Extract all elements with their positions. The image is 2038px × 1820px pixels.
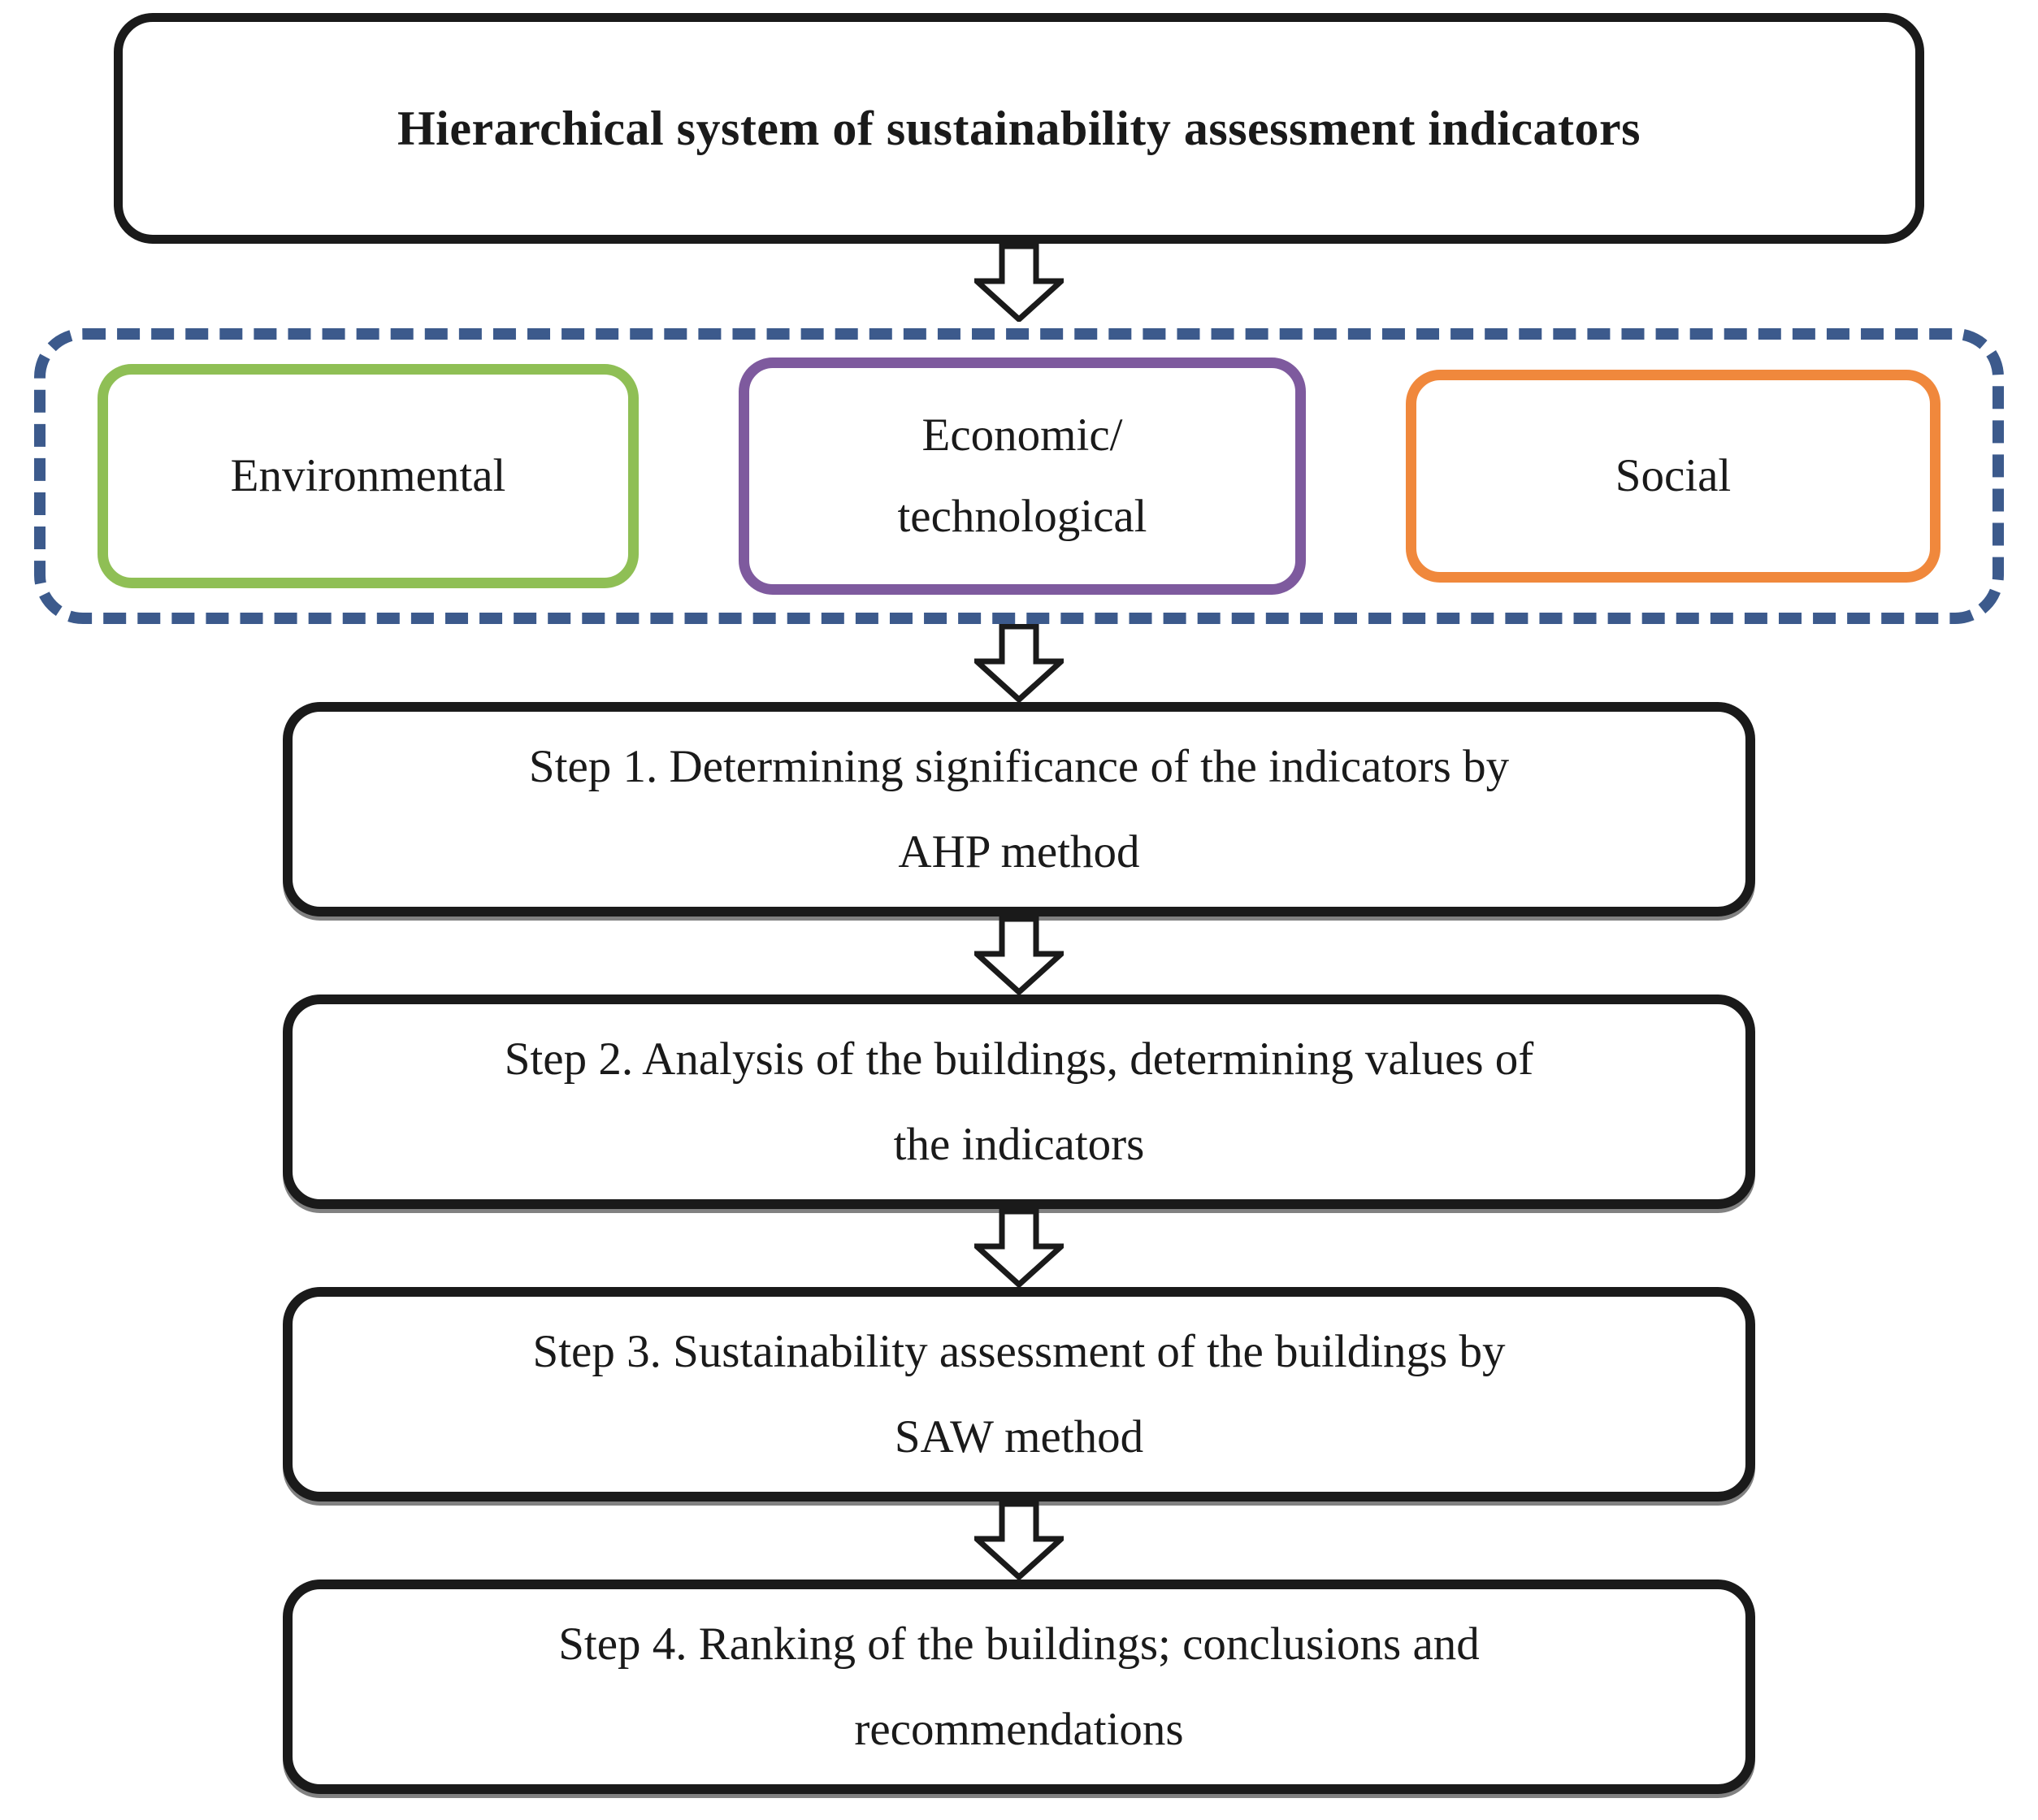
category-box-social: Social: [1406, 370, 1940, 583]
down-arrow-icon: [974, 1502, 1064, 1580]
step-1-text: Step 1. Determining significance of the …: [528, 740, 1510, 792]
step-3-box: Step 3. Sustainability assessment of the…: [283, 1287, 1755, 1502]
step-4-text: recommendations: [854, 1704, 1184, 1755]
category-label: technological: [897, 491, 1147, 542]
diagram-title: Hierarchical system of sustainability as…: [397, 101, 1641, 155]
category-label: Social: [1615, 450, 1732, 502]
step-2-text: the indicators: [893, 1119, 1145, 1170]
step-4-text: Step 4. Ranking of the buildings; conclu…: [558, 1618, 1480, 1670]
down-arrow-icon: [974, 916, 1064, 994]
step-4-box: Step 4. Ranking of the buildings; conclu…: [283, 1580, 1755, 1794]
step-2-text: Step 2. Analysis of the buildings, deter…: [504, 1033, 1534, 1085]
down-arrow-icon: [974, 624, 1064, 702]
down-arrow-icon: [974, 1209, 1064, 1287]
step-3-text: SAW method: [894, 1411, 1144, 1462]
step-1-box: Step 1. Determining significance of the …: [283, 702, 1755, 916]
step-2-box: Step 2. Analysis of the buildings, deter…: [283, 994, 1755, 1209]
category-box-economic-technological: Economic/ technological: [739, 358, 1306, 595]
step-1-text: AHP method: [898, 826, 1140, 878]
title-box: Hierarchical system of sustainability as…: [114, 13, 1924, 244]
indicator-groups-frame: Environmental Economic/ technological So…: [34, 328, 2004, 624]
category-label: Environmental: [230, 450, 506, 502]
category-box-environmental: Environmental: [98, 364, 639, 588]
step-3-text: Step 3. Sustainability assessment of the…: [532, 1325, 1506, 1377]
down-arrow-icon: [974, 244, 1064, 322]
category-label: Economic/: [921, 410, 1123, 462]
